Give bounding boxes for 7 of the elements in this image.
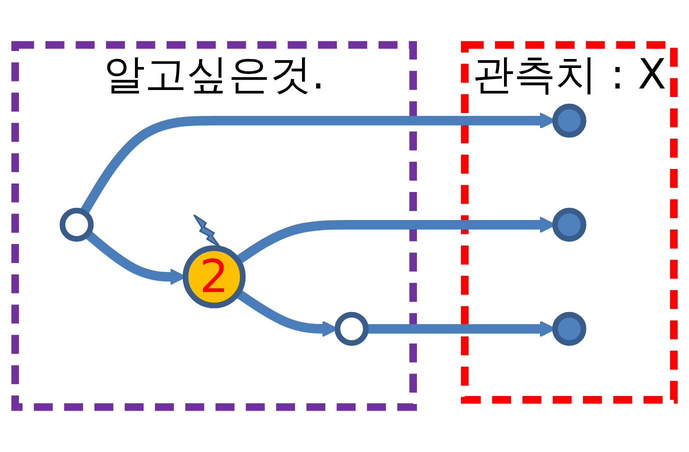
node-circle [552,104,586,138]
node-circle: 2 [182,245,246,308]
node-circle [552,208,586,242]
node-circle [552,312,586,346]
node-circle [60,208,94,242]
cluster: 관측치 : X [460,41,678,404]
node-circle [334,312,369,346]
